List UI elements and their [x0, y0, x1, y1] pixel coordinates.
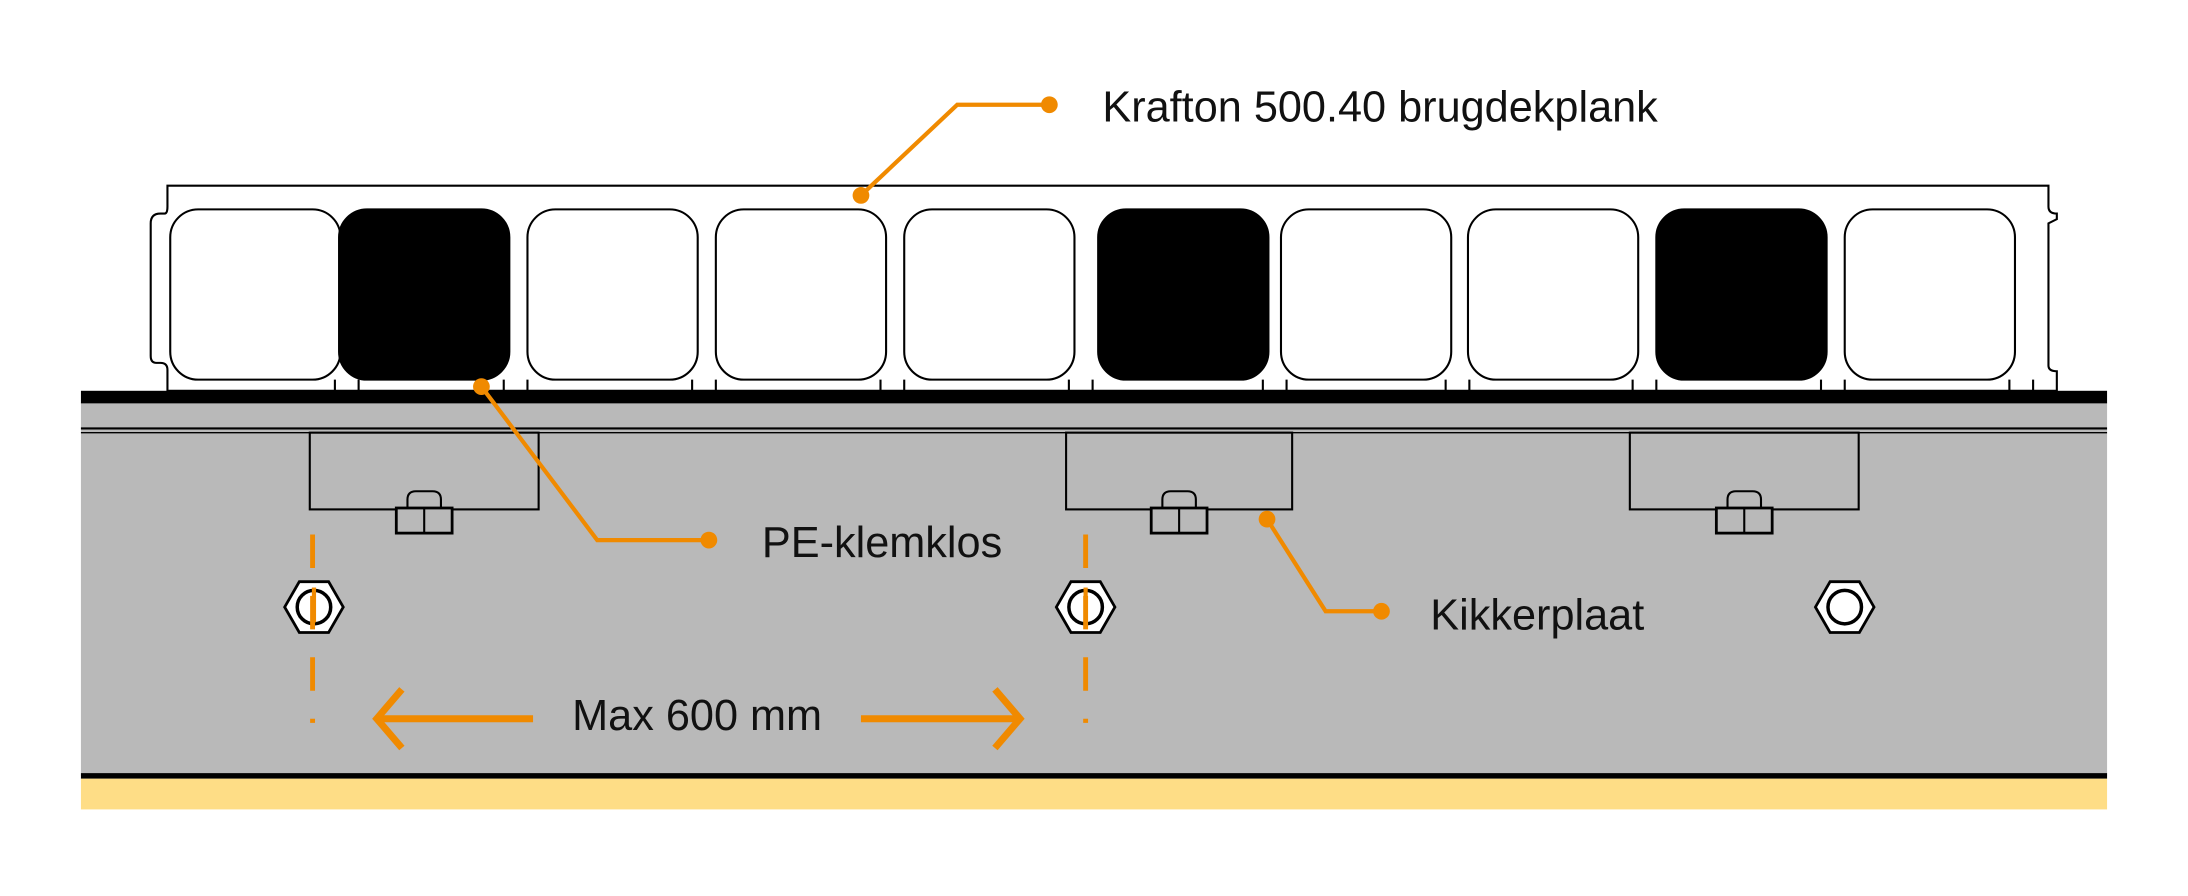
chamber-open [1466, 208, 1640, 381]
arrow-left-icon [372, 687, 534, 751]
callout-dot [1373, 602, 1390, 620]
plank-rib [1261, 379, 1288, 391]
chamber-open [169, 208, 342, 381]
base-layer [80, 778, 2108, 810]
plank-rib [1631, 379, 1658, 391]
clamp-label: PE-klemklos [762, 519, 1002, 567]
base-line [80, 773, 2108, 779]
support-strip [80, 390, 2108, 404]
chamber-open [903, 208, 1076, 381]
plank-rib [2008, 379, 2035, 391]
plank-label: Krafton 500.40 brugdekplank [1102, 83, 1658, 131]
chamber-open [714, 208, 888, 381]
plank-rib [1444, 379, 1471, 391]
plank-rib [1067, 379, 1094, 391]
callout-dot [473, 378, 490, 395]
callout-clamp [479, 385, 709, 543]
callout-dot [852, 187, 870, 204]
chamber-filled [1097, 208, 1270, 381]
plate-label: Kikkerplaat [1430, 591, 1644, 639]
bolt-head [1161, 490, 1197, 510]
chamber-open [526, 208, 699, 381]
plank-rib [502, 379, 529, 391]
callout-plank [859, 102, 1050, 197]
chamber-filled [338, 208, 511, 381]
plank-rib [1819, 379, 1846, 391]
plank-rib [333, 379, 360, 391]
chamber-filled [1655, 208, 1828, 381]
bolt-head [1726, 490, 1763, 510]
arrow-right-icon [860, 687, 1025, 751]
bolt-head [406, 490, 442, 510]
chamber-open [1279, 208, 1453, 381]
callout-plate [1265, 518, 1382, 614]
callout-dot [1258, 510, 1276, 528]
plank-rib [879, 379, 906, 391]
callout-dot [700, 531, 718, 549]
chamber-open [1843, 208, 2017, 381]
spacing-label: Max 600 mm [572, 692, 822, 740]
bolt-hole [1826, 588, 1864, 626]
plank-rib [691, 379, 717, 391]
callout-dot [1040, 96, 1058, 114]
